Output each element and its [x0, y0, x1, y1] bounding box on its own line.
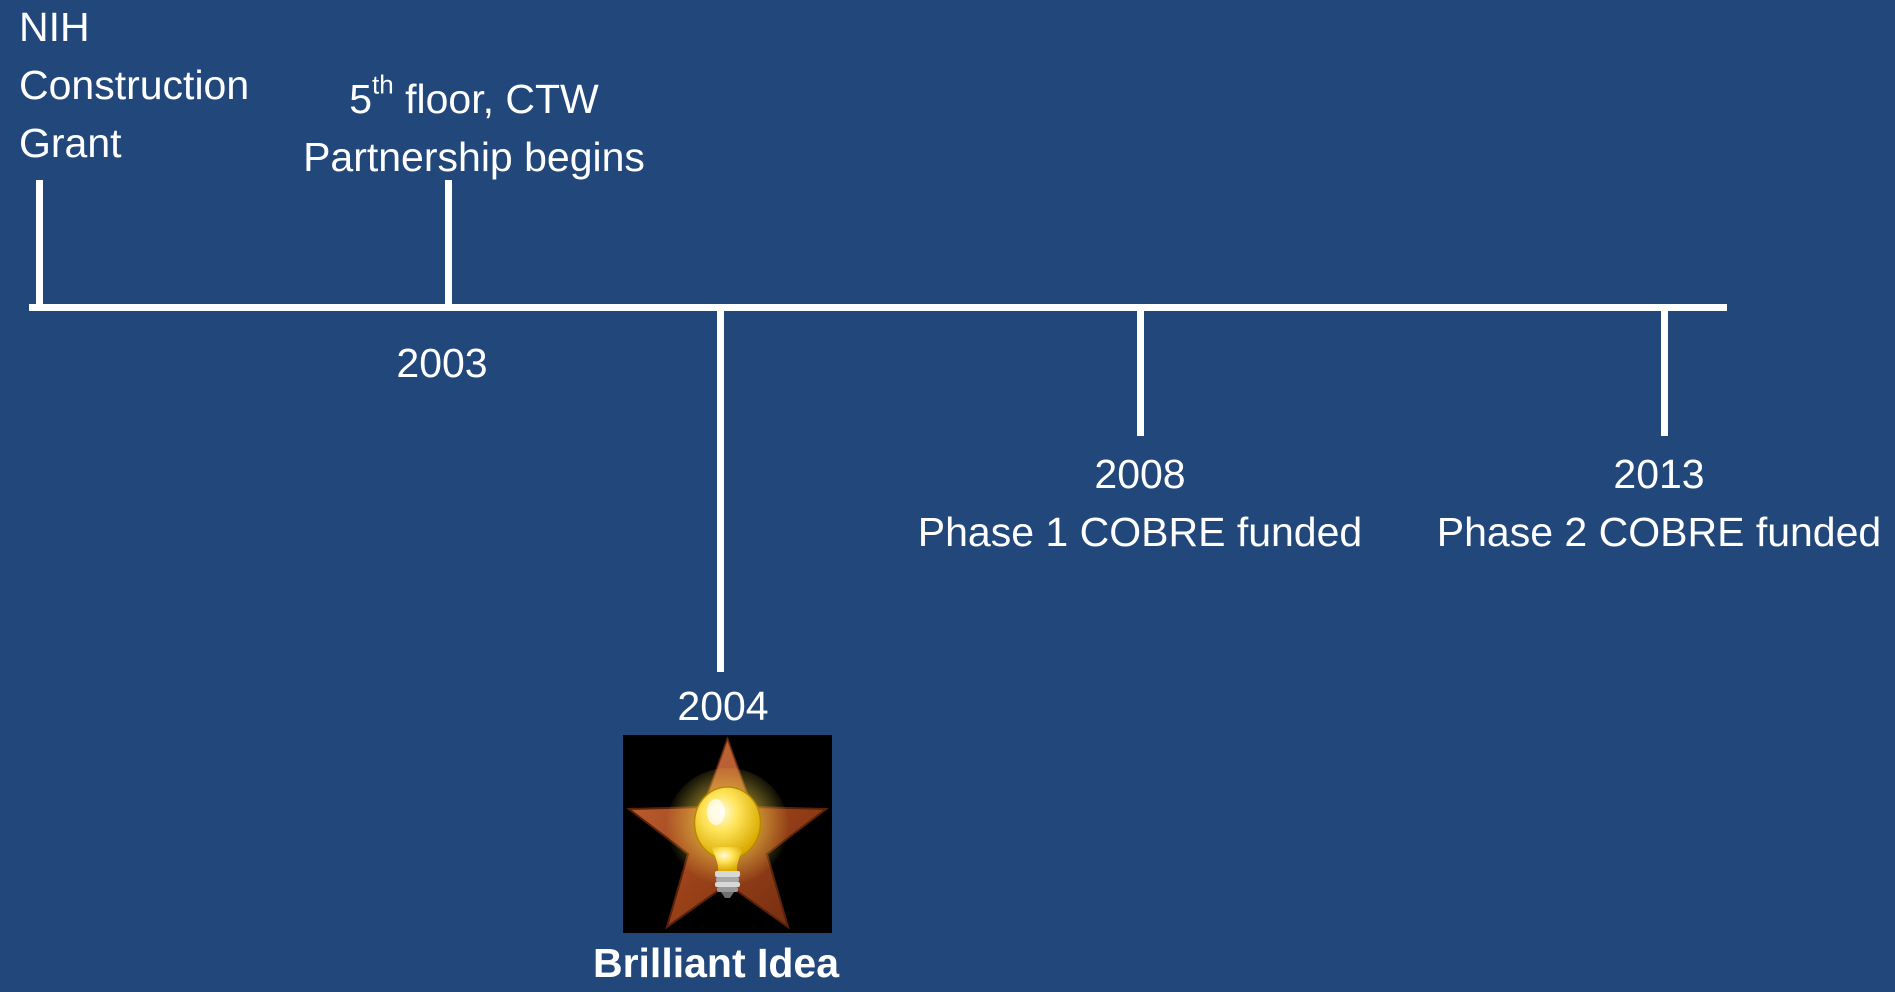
nih-line-2: Construction — [19, 62, 250, 108]
tick-2003 — [445, 180, 452, 307]
tick-2008 — [1137, 308, 1144, 436]
cobre2-label: Phase 2 COBRE funded — [1436, 509, 1882, 555]
ctw-ordinal-number: 5 — [349, 76, 373, 122]
ctw-line-1-rest: floor, CTW — [393, 76, 599, 122]
nih-line-1: NIH — [19, 4, 90, 50]
star-lightbulb-icon — [623, 735, 832, 933]
year-2013: 2013 — [1613, 451, 1705, 497]
tick-2013 — [1661, 308, 1668, 436]
nih-line-3: Grant — [19, 120, 122, 166]
year-2008: 2008 — [1094, 451, 1186, 497]
tick-nih — [36, 180, 43, 307]
timeline-axis — [29, 304, 1727, 311]
brilliant-idea-caption: Brilliant Idea — [592, 940, 840, 986]
tick-2004 — [717, 308, 724, 672]
ctw-line-2: Partnership begins — [303, 134, 645, 180]
year-2004: 2004 — [677, 683, 769, 729]
cobre2-event-label: 2013 Phase 2 COBRE funded — [1437, 445, 1881, 561]
ctw-line-1: 5th floor, CTW — [303, 70, 645, 128]
nih-event-label: NIH Construction Grant — [19, 0, 249, 172]
cobre1-event-label: 2008 Phase 1 COBRE funded — [918, 445, 1362, 561]
ctw-event-label: 5th floor, CTW Partnership begins — [303, 70, 645, 186]
ctw-ordinal-suffix: th — [372, 69, 394, 100]
year-2003: 2003 — [396, 340, 488, 386]
cobre1-label: Phase 1 COBRE funded — [917, 509, 1363, 555]
